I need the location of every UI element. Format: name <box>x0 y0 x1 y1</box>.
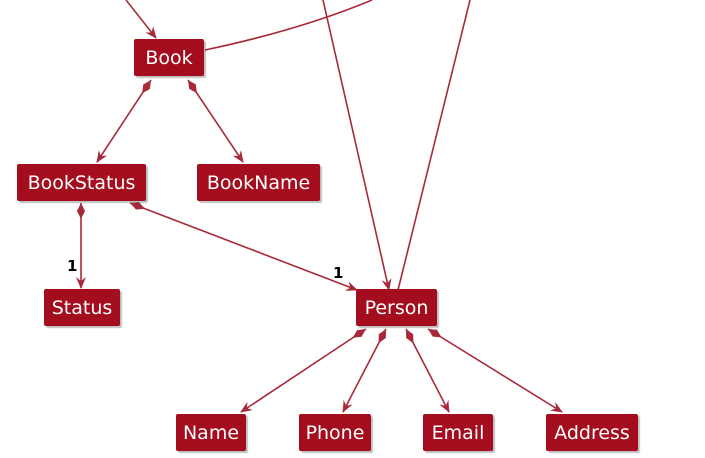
status-node[interactable]: Status <box>44 289 120 326</box>
multiplicity-bookstatus-status: 1 <box>67 257 78 275</box>
edge-book-to-offscreen <box>204 0 373 51</box>
email-node[interactable]: Email <box>423 414 493 451</box>
address-node[interactable]: Address <box>546 414 638 451</box>
phone-label: Phone <box>305 421 365 444</box>
edge-bookstatus-person <box>129 202 358 291</box>
name-node[interactable]: Name <box>176 414 246 451</box>
book-label: Book <box>145 46 193 69</box>
bookstatus-label: BookStatus <box>27 171 136 194</box>
edge-person-phone <box>342 328 387 413</box>
person-label: Person <box>364 296 429 319</box>
name-label: Name <box>182 421 240 444</box>
edge-person-address <box>427 328 563 413</box>
bookname-node[interactable]: BookName <box>197 164 320 201</box>
edge-person-name <box>240 328 367 413</box>
edge-book-bookname <box>187 79 244 163</box>
bookname-label: BookName <box>206 171 311 194</box>
edge-into-book <box>125 0 157 39</box>
edge-offscreen-to-person <box>322 0 392 291</box>
multiplicity-bookstatus-person: 1 <box>333 264 344 282</box>
person-node[interactable]: Person <box>356 289 437 326</box>
bookstatus-node[interactable]: BookStatus <box>17 164 146 201</box>
book-node[interactable]: Book <box>134 39 204 76</box>
phone-node[interactable]: Phone <box>299 414 371 451</box>
address-label: Address <box>554 421 630 444</box>
edge-person-email <box>405 328 450 413</box>
edge-person-to-offscreen <box>397 0 471 291</box>
edge-book-bookstatus <box>96 79 152 163</box>
status-label: Status <box>51 296 113 319</box>
email-label: Email <box>431 421 485 444</box>
